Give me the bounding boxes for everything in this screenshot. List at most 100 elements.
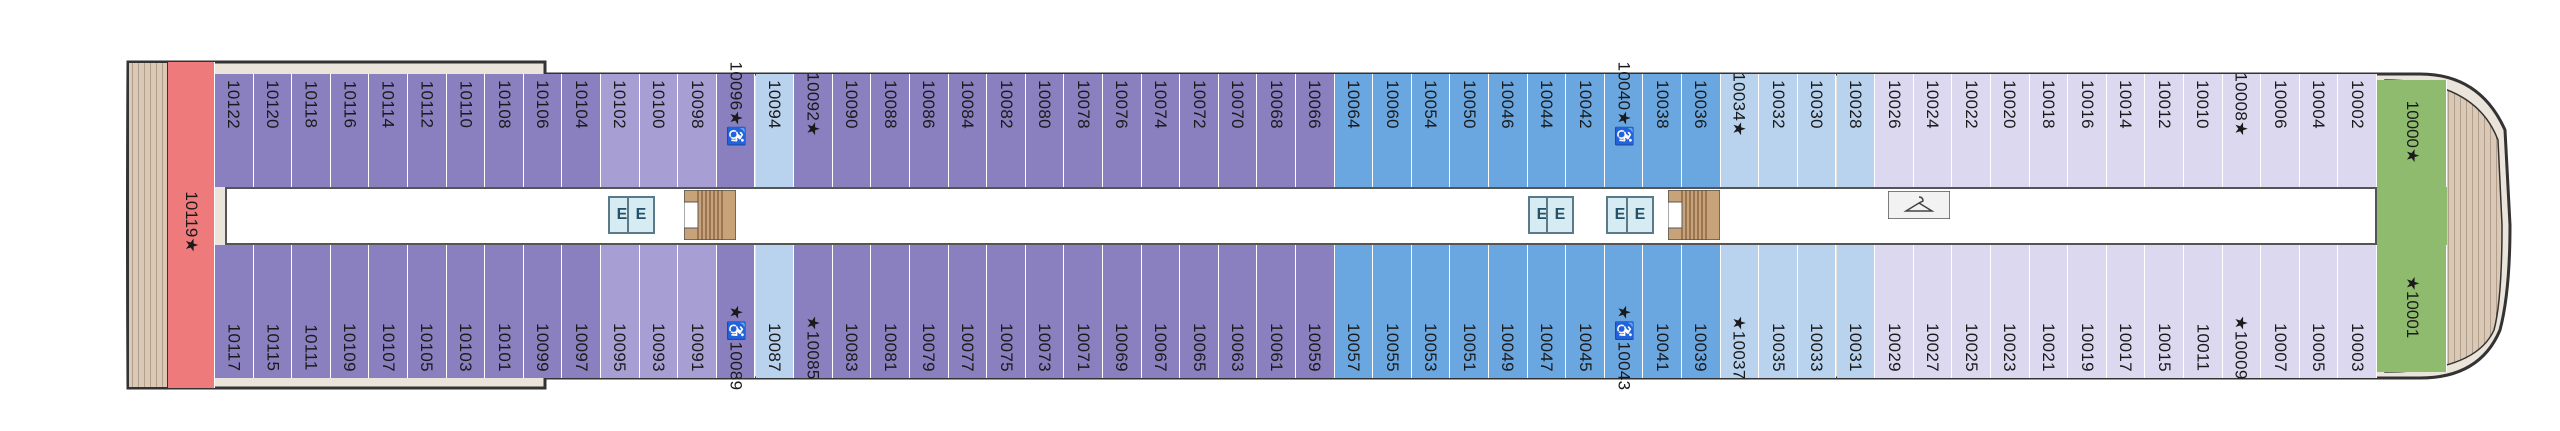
top-cabin[interactable]: 10110 xyxy=(446,74,486,187)
bottom-cabin[interactable]: 10079 xyxy=(909,245,949,378)
top-cabin[interactable]: 10120 xyxy=(253,74,293,187)
top-cabin[interactable]: 10092★ xyxy=(794,72,833,187)
bottom-cabin[interactable]: ★♿10043 xyxy=(1604,245,1644,390)
bottom-cabin[interactable]: 10115 xyxy=(253,245,293,378)
top-cabin[interactable]: 10068 xyxy=(1257,74,1296,187)
top-cabin[interactable]: 10078 xyxy=(1064,74,1103,187)
top-cabin[interactable]: 10114 xyxy=(369,74,409,187)
forward-suite-10000[interactable]: 10000★ xyxy=(2377,80,2447,187)
top-cabin[interactable]: 10090 xyxy=(832,74,872,187)
bottom-cabin[interactable]: 10067 xyxy=(1141,245,1181,378)
bottom-cabin[interactable]: 10005 xyxy=(2299,245,2339,378)
top-cabin[interactable]: 10086 xyxy=(909,74,949,187)
bottom-cabin[interactable]: 10061 xyxy=(1257,245,1296,378)
bottom-cabin[interactable]: 10003 xyxy=(2338,245,2377,378)
top-cabin[interactable]: 10108 xyxy=(485,74,524,187)
bottom-cabin[interactable]: 10087 xyxy=(755,245,795,378)
top-cabin[interactable]: 10084 xyxy=(948,74,988,187)
top-cabin[interactable]: 10022 xyxy=(1952,74,1991,187)
top-cabin[interactable]: 10042 xyxy=(1566,74,1605,187)
top-cabin[interactable]: 10018 xyxy=(2029,74,2069,187)
top-cabin[interactable]: 10072 xyxy=(1180,74,1219,187)
top-cabin[interactable]: 10004 xyxy=(2299,74,2339,187)
top-cabin[interactable]: 10036 xyxy=(1682,74,1721,187)
top-cabin[interactable]: 10082 xyxy=(987,74,1026,187)
top-cabin[interactable]: 10044 xyxy=(1527,74,1567,187)
bottom-cabin[interactable]: ★10037 xyxy=(1720,245,1760,380)
bottom-cabin[interactable]: ★10085 xyxy=(794,245,833,380)
bottom-cabin[interactable]: 10031 xyxy=(1836,245,1876,378)
top-cabin[interactable]: 10060 xyxy=(1373,74,1412,187)
top-cabin[interactable]: 10006 xyxy=(2261,74,2300,187)
top-cabin[interactable]: 10100 xyxy=(639,74,679,187)
top-cabin[interactable]: 10012 xyxy=(2145,74,2184,187)
bottom-cabin[interactable]: ★10009 xyxy=(2222,245,2262,380)
top-cabin[interactable]: 10102 xyxy=(601,74,640,187)
bottom-cabin[interactable]: 10047 xyxy=(1527,245,1567,378)
bottom-cabin[interactable]: 10077 xyxy=(948,245,988,378)
bottom-cabin[interactable]: 10109 xyxy=(330,245,370,378)
top-cabin[interactable]: 10040★♿ xyxy=(1604,62,1644,187)
top-cabin[interactable]: 10028 xyxy=(1836,74,1876,187)
top-cabin[interactable]: 10064 xyxy=(1334,74,1374,187)
top-cabin[interactable]: 10122 xyxy=(215,74,254,187)
bottom-cabin[interactable]: 10049 xyxy=(1489,245,1528,378)
bottom-cabin[interactable]: 10033 xyxy=(1797,245,1837,378)
bottom-cabin[interactable]: 10069 xyxy=(1102,245,1142,378)
top-cabin[interactable]: 10008★ xyxy=(2222,72,2262,187)
top-cabin[interactable]: 10016 xyxy=(2068,74,2107,187)
bottom-cabin[interactable]: 10063 xyxy=(1218,245,1258,378)
bottom-cabin[interactable]: 10041 xyxy=(1643,245,1683,378)
bottom-cabin[interactable]: 10099 xyxy=(523,245,563,378)
top-cabin[interactable]: 10116 xyxy=(330,74,370,187)
top-cabin[interactable]: 10106 xyxy=(523,74,563,187)
top-cabin[interactable]: 10112 xyxy=(408,74,447,187)
bottom-cabin[interactable]: 10093 xyxy=(639,245,679,378)
bottom-cabin[interactable]: 10025 xyxy=(1952,245,1991,378)
bottom-cabin[interactable]: 10011 xyxy=(2183,245,2223,378)
top-cabin[interactable]: 10034★ xyxy=(1720,72,1760,187)
bottom-cabin[interactable]: 10019 xyxy=(2068,245,2107,378)
top-cabin[interactable]: 10026 xyxy=(1875,74,1914,187)
bottom-cabin[interactable]: 10039 xyxy=(1682,245,1721,378)
bottom-cabin[interactable]: 10045 xyxy=(1566,245,1605,378)
top-cabin[interactable]: 10094 xyxy=(755,74,795,187)
bottom-cabin[interactable]: 10117 xyxy=(215,245,254,378)
top-cabin[interactable]: 10074 xyxy=(1141,74,1181,187)
bottom-cabin[interactable]: 10029 xyxy=(1875,245,1914,378)
top-cabin[interactable]: 10066 xyxy=(1296,74,1335,187)
bottom-cabin[interactable]: 10101 xyxy=(485,245,524,378)
bottom-cabin[interactable]: 10007 xyxy=(2261,245,2300,378)
bottom-cabin[interactable]: 10107 xyxy=(369,245,409,378)
top-cabin[interactable]: 10076 xyxy=(1102,74,1142,187)
bottom-cabin[interactable]: 10057 xyxy=(1334,245,1374,378)
bottom-cabin[interactable]: 10015 xyxy=(2145,245,2184,378)
bottom-cabin[interactable]: 10059 xyxy=(1296,245,1335,378)
top-cabin[interactable]: 10088 xyxy=(871,74,910,187)
bottom-cabin[interactable]: 10017 xyxy=(2106,245,2146,378)
bottom-cabin[interactable]: 10095 xyxy=(601,245,640,378)
top-cabin[interactable]: 10054 xyxy=(1411,74,1451,187)
bottom-cabin[interactable]: 10021 xyxy=(2029,245,2069,378)
bottom-cabin[interactable]: 10065 xyxy=(1180,245,1219,378)
forward-suite-10001[interactable]: ★10001 xyxy=(2377,245,2447,372)
bottom-cabin[interactable]: 10055 xyxy=(1373,245,1412,378)
top-cabin[interactable]: 10096★♿ xyxy=(716,62,756,187)
bottom-cabin[interactable]: 10023 xyxy=(1990,245,2030,378)
top-cabin[interactable]: 10104 xyxy=(562,74,602,187)
bottom-cabin[interactable]: 10075 xyxy=(987,245,1026,378)
bottom-cabin[interactable]: 10073 xyxy=(1025,245,1065,378)
bottom-cabin[interactable]: 10105 xyxy=(408,245,447,378)
top-cabin[interactable]: 10046 xyxy=(1489,74,1528,187)
bottom-cabin[interactable]: 10111 xyxy=(292,245,331,378)
top-cabin[interactable]: 10010 xyxy=(2183,74,2223,187)
top-cabin[interactable]: 10020 xyxy=(1990,74,2030,187)
top-cabin[interactable]: 10098 xyxy=(678,74,717,187)
top-cabin[interactable]: 10080 xyxy=(1025,74,1065,187)
top-cabin[interactable]: 10118 xyxy=(292,74,331,187)
bottom-cabin[interactable]: 10097 xyxy=(562,245,602,378)
top-cabin[interactable]: 10050 xyxy=(1450,74,1490,187)
bottom-cabin[interactable]: 10103 xyxy=(446,245,486,378)
top-cabin[interactable]: 10002 xyxy=(2338,74,2377,187)
top-cabin[interactable]: 10038 xyxy=(1643,74,1683,187)
